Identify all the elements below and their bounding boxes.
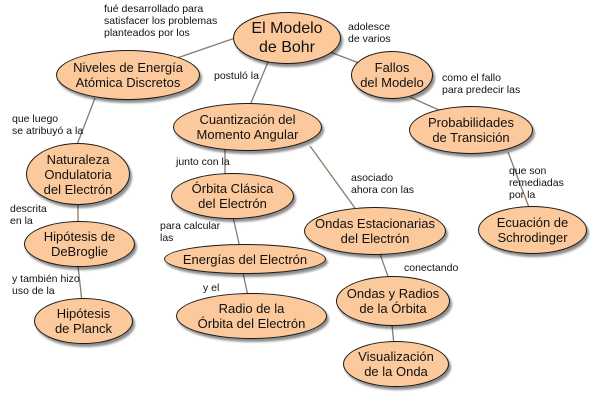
- label-adolesce-de-varios: adolesce de varios: [348, 21, 391, 45]
- connector-line: [507, 151, 531, 211]
- label-que-son-remediadas: que son remediadas por la: [509, 165, 564, 201]
- label-fue-desarrollado: fué desarrollado para satisfacer los pro…: [104, 3, 218, 39]
- label-junto-con-la: junto con la: [176, 156, 230, 168]
- node-cuantizacion-momento-angular[interactable]: Cuantización del Momento Angular: [173, 103, 322, 151]
- label-y-el: y el: [203, 282, 220, 294]
- label-asociado-ahora: asociado ahora con las: [351, 172, 415, 196]
- node-fallos-del-modelo[interactable]: Fallos del Modelo: [351, 51, 433, 99]
- node-naturaleza-ondulatoria[interactable]: Naturaleza Ondulatoria del Electrón: [26, 143, 130, 205]
- connector-line: [309, 145, 361, 216]
- node-ondas-estacionarias[interactable]: Ondas Estacionarias del Electrón: [304, 207, 446, 255]
- label-y-tambien: y también hizo uso de la: [12, 273, 80, 297]
- connector-line: [232, 216, 241, 249]
- node-energias-del-electron[interactable]: Energías del Electrón: [164, 244, 326, 274]
- connector-line: [247, 61, 269, 111]
- node-ondas-y-radios[interactable]: Ondas y Radios de la Órbita: [336, 276, 450, 326]
- label-como-el-fallo: como el fallo para predecir las: [442, 72, 521, 96]
- node-hipotesis-de-planck[interactable]: Hipótesis de Planck: [34, 298, 133, 344]
- label-para-calcular: para calcular las: [160, 220, 221, 244]
- connector-line: [77, 265, 83, 303]
- node-niveles-de-energia[interactable]: Niveles de Energía Atómica Discretos: [56, 50, 200, 100]
- node-visualizacion-de-la-onda[interactable]: Visualización de la Onda: [343, 341, 449, 387]
- node-hipotesis-de-debroglie[interactable]: Hipótesis de DeBroglie: [24, 221, 135, 267]
- label-conectando: conectando: [404, 262, 459, 274]
- node-ecuacion-de-schrodinger[interactable]: Ecuación de Schrodinger: [478, 206, 587, 254]
- label-postulo-la: postuló la: [214, 70, 259, 82]
- node-el-modelo-de-bohr[interactable]: El Modelo de Bohr: [233, 12, 341, 64]
- connector-line: [74, 97, 96, 151]
- label-descrita-en-la: descrita en la: [10, 203, 47, 227]
- node-radio-de-la-orbita[interactable]: Radio de la Órbita del Electrón: [176, 293, 327, 339]
- node-probabilidades-de-transicion[interactable]: Probabilidades de Transición: [409, 106, 533, 154]
- label-que-luego: que luego se atribuyó a la: [12, 113, 84, 137]
- node-orbita-clasica[interactable]: Órbita Clásica del Electrón: [171, 173, 294, 219]
